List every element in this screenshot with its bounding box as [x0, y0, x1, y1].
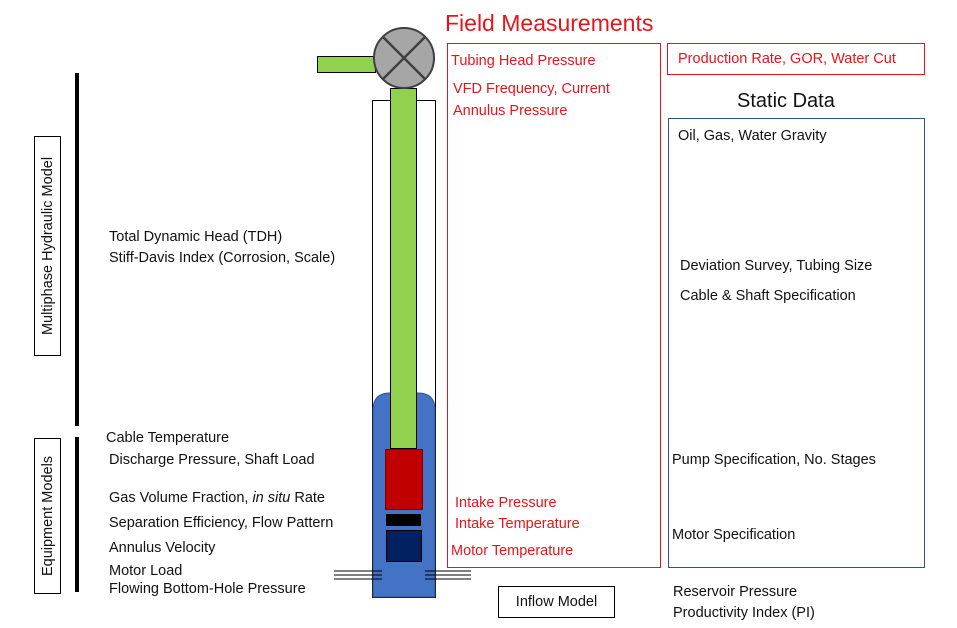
inflow-model-box: Inflow Model	[498, 586, 615, 618]
intake-temperature-label: Intake Temperature	[455, 516, 580, 532]
inflow-model-label: Inflow Model	[515, 594, 598, 610]
cable-shaft-spec-label: Cable & Shaft Specification	[680, 288, 856, 304]
productivity-index-label: Productivity Index (PI)	[673, 605, 815, 621]
annulus-pressure-label: Annulus Pressure	[453, 103, 568, 119]
static-data-box	[668, 118, 925, 568]
fluid-gravity-label: Oil, Gas, Water Gravity	[678, 128, 827, 144]
discharge-pressure-label: Discharge Pressure, Shaft Load	[109, 452, 315, 468]
pump-spec-label: Pump Specification, No. Stages	[672, 452, 876, 468]
reservoir-pressure-label: Reservoir Pressure	[673, 584, 798, 600]
field-measurements-box	[447, 43, 661, 568]
production-rate-box: Production Rate, GOR, Water Cut	[667, 43, 925, 75]
motor-load-label: Motor Load	[109, 563, 183, 579]
perforations	[334, 570, 471, 580]
equipment-models-box: Equipment Models	[34, 438, 61, 594]
diagram-title: Field Measurements	[445, 10, 654, 36]
wellhead-valve-icon	[373, 27, 435, 89]
tubing	[390, 88, 417, 449]
gas-volume-fraction-label: Gas Volume Fraction, in situ Rate	[109, 490, 326, 506]
cable-temperature-label: Cable Temperature	[106, 430, 230, 446]
tdh-label: Total Dynamic Head (TDH)	[109, 229, 283, 245]
motor-spec-label: Motor Specification	[672, 527, 796, 543]
flowline	[317, 56, 376, 73]
motor	[386, 530, 422, 562]
separation-efficiency-label: Separation Efficiency, Flow Pattern	[109, 515, 334, 531]
intake-separator	[386, 514, 421, 526]
deviation-survey-label: Deviation Survey, Tubing Size	[680, 258, 873, 274]
hydraulic-model-box: Multiphase Hydraulic Model	[34, 136, 61, 356]
annulus-velocity-label: Annulus Velocity	[109, 540, 216, 556]
static-data-title: Static Data	[737, 90, 835, 112]
motor-temperature-label: Motor Temperature	[451, 543, 574, 559]
hydraulic-model-label: Multiphase Hydraulic Model	[39, 156, 56, 336]
pump	[385, 449, 423, 510]
equipment-models-label: Equipment Models	[39, 455, 56, 577]
vfd-frequency-label: VFD Frequency, Current	[453, 81, 610, 97]
stiff-davis-label: Stiff-Davis Index (Corrosion, Scale)	[109, 250, 336, 266]
fbhp-label: Flowing Bottom-Hole Pressure	[109, 581, 306, 597]
intake-pressure-label: Intake Pressure	[455, 495, 557, 511]
tubing-head-pressure-label: Tubing Head Pressure	[451, 53, 596, 69]
production-rate-label: Production Rate, GOR, Water Cut	[678, 51, 896, 67]
